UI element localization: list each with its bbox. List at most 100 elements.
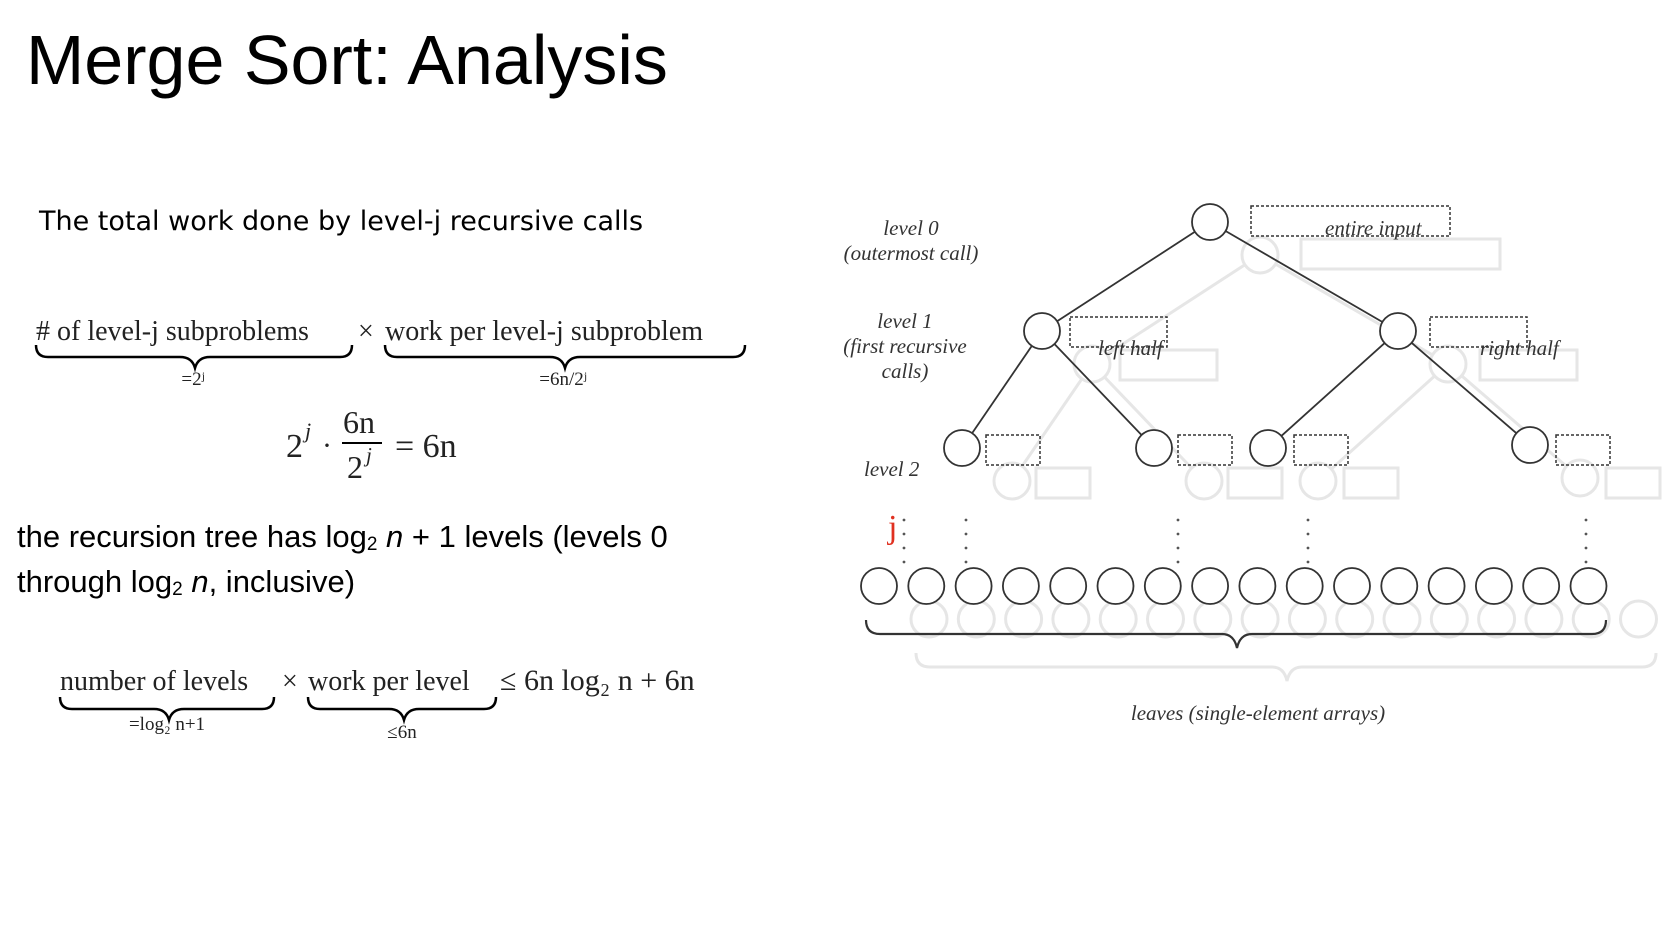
formula-exponent: j: [302, 418, 311, 443]
para-text: + 1 levels (levels 0: [403, 519, 668, 554]
ghost-node: [1428, 344, 1468, 384]
ghost-box: [1226, 466, 1284, 500]
array-box: [1177, 434, 1233, 466]
ghost-leaf: [1193, 599, 1233, 639]
array-box: [1293, 434, 1349, 466]
right-underbrace: [306, 696, 498, 725]
tree-node: [1023, 312, 1061, 350]
ghost-box: [1118, 348, 1219, 382]
ellipsis-dot: [1176, 532, 1180, 536]
para-subscript: 2: [366, 534, 378, 555]
leaf-node: [1380, 567, 1419, 605]
ellipsis-dot: [964, 560, 968, 564]
level1-sublabel-2: calls): [882, 359, 929, 383]
ellipsis-dot: [1176, 560, 1180, 564]
ghost-edge: [1460, 374, 1568, 468]
ellipsis-dot: [902, 518, 906, 522]
ghost-box: [1342, 466, 1400, 500]
ellipsis-dot: [1584, 560, 1588, 564]
tree-edge: [1053, 343, 1143, 436]
para-subscript: 2: [172, 579, 183, 600]
leaf-node: [1333, 567, 1371, 605]
tree-node: [1379, 312, 1417, 350]
ellipsis-dot: [1306, 560, 1310, 564]
ghost-leaf: [1335, 599, 1375, 639]
left-brace-label: =2ʲ: [181, 369, 204, 390]
ghost-leaf: [1619, 599, 1658, 639]
j-level-marker: j: [887, 509, 897, 546]
right-brace-label: ≤6n: [387, 722, 417, 743]
ghost-leaf: [1098, 599, 1138, 639]
array-box: [1429, 316, 1528, 348]
ghost-node: [1240, 235, 1280, 275]
ghost-node: [1560, 458, 1600, 498]
formula-rhs: ≤ 6n log₂ n + 6n: [500, 664, 695, 697]
ghost-node: [1184, 461, 1224, 501]
right-half-label: right half: [1480, 336, 1562, 360]
formula-level-product: 2 j · 6n 2 j = 6n: [286, 404, 457, 485]
left-underbrace: [34, 344, 354, 373]
level1-label: level 1: [877, 309, 932, 333]
ghost-leaf: [1571, 599, 1611, 639]
ellipsis-dot: [1306, 532, 1310, 536]
left-half-label: left half: [1098, 336, 1166, 360]
tree-main-layer: [860, 203, 1611, 649]
formula-base: 2: [286, 428, 303, 465]
array-box: [985, 434, 1041, 466]
fraction-denominator-exponent: j: [363, 443, 372, 467]
dot-symbol: ·: [322, 429, 332, 462]
leaf-node: [1427, 567, 1466, 605]
ghost-box: [1299, 237, 1502, 271]
tree-edge: [971, 345, 1033, 434]
leaf-node: [1522, 567, 1561, 605]
tree-node: [943, 429, 981, 467]
ghost-leaf: [1524, 599, 1564, 639]
leaf-node: [907, 567, 946, 605]
ghost-leaf: [1287, 599, 1327, 639]
formula-rhs: = 6n: [395, 428, 457, 465]
para-text: through log: [17, 564, 173, 599]
para-variable: n: [191, 564, 209, 599]
formulas-canvas: # of level-j subproblems × work per leve…: [34, 316, 747, 743]
level2-label: level 2: [864, 457, 920, 481]
ghost-shadow-layer: [909, 235, 1662, 682]
ellipsis-dot: [902, 546, 906, 550]
level0-sublabel: (outermost call): [844, 241, 979, 265]
ghost-leaf: [956, 599, 996, 639]
levels-paragraph: the recursion tree has log2 n + 1 levels…: [17, 518, 668, 608]
ellipsis-dot: [964, 546, 968, 550]
leaf-node: [1002, 567, 1040, 605]
ghost-leaf: [1477, 599, 1517, 639]
para-variable: n: [386, 519, 404, 554]
fraction-denominator: 2: [347, 449, 363, 485]
fraction-numerator: 6n: [343, 404, 375, 440]
left-underbrace: [58, 696, 276, 725]
ellipsis-dot: [902, 560, 906, 564]
ellipsis-dot: [1584, 518, 1588, 522]
formula-work-per-level: # of level-j subproblems × work per leve…: [34, 316, 747, 390]
entire-input-label: entire input: [1325, 216, 1423, 240]
ghost-node: [1298, 461, 1338, 501]
tree-edge: [1280, 342, 1386, 437]
ghost-leaf: [1429, 599, 1469, 639]
times-symbol: ×: [358, 316, 374, 347]
ghost-box: [1478, 348, 1579, 382]
formula-left-term: # of level-j subproblems: [36, 316, 309, 347]
ghost-node: [992, 461, 1032, 501]
ghost-box: [1034, 466, 1092, 500]
ghost-box: [1604, 466, 1662, 500]
array-box: [1555, 434, 1611, 466]
tree-node: [1135, 429, 1173, 467]
tree-node: [1191, 203, 1229, 241]
leaf-node: [1238, 567, 1277, 605]
leaf-node: [1143, 567, 1182, 605]
ellipsis-dot: [1176, 518, 1180, 522]
leaf-node: [1475, 567, 1513, 605]
left-brace-label: =log₂ n+1: [129, 714, 205, 735]
tree-edge: [1056, 231, 1196, 322]
level1-sublabel: (first recursive: [843, 334, 966, 358]
ellipsis-dot: [964, 532, 968, 536]
right-brace-label: =6n/2ʲ: [539, 369, 586, 390]
leaves-label: leaves (single-element arrays): [1131, 701, 1385, 725]
ellipsis-dot: [1306, 518, 1310, 522]
